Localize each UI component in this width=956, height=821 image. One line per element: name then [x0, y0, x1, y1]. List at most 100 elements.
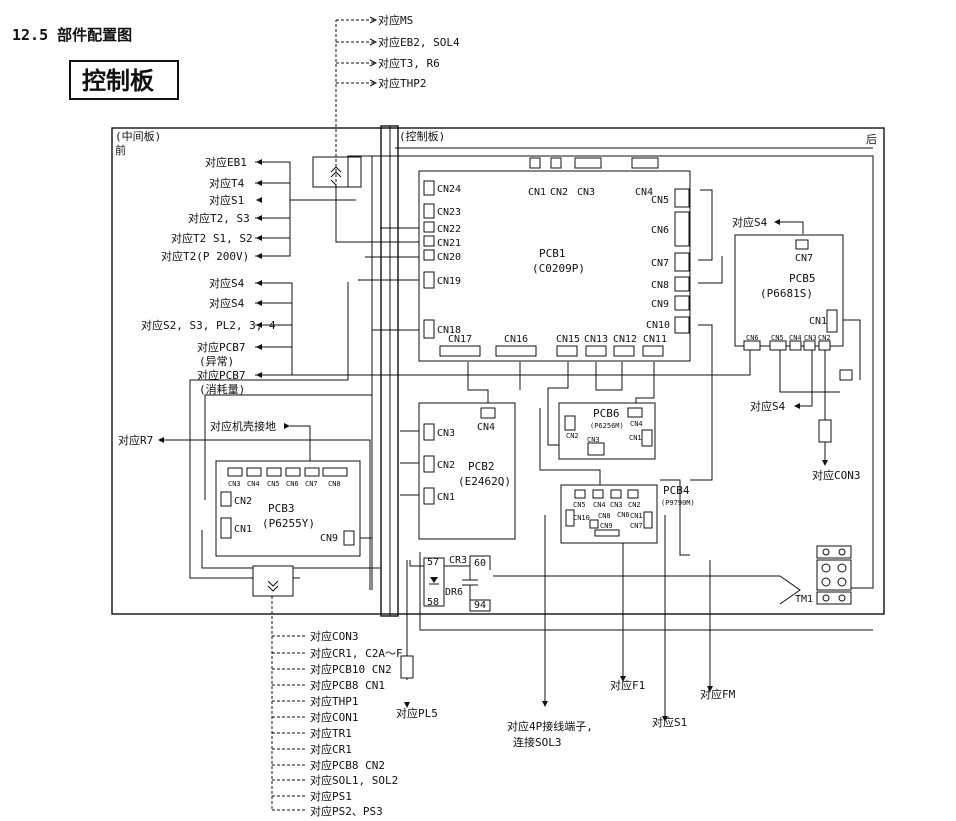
pcb5-part: (P6681S)	[760, 287, 813, 300]
pcb1-cn8: CN8	[651, 280, 669, 291]
bottom-label-thp1: 对应THP1	[310, 694, 359, 708]
pcb5-board	[734, 234, 844, 347]
pcb2-part: (E2462Q)	[458, 475, 511, 488]
terminal-57: 57	[427, 557, 439, 568]
bottom-label-terminal-1: 对应4P接线端子,	[507, 719, 593, 733]
pcb2-cn3: CN3	[437, 428, 455, 439]
top-label-t3: 对应T3, R6	[378, 56, 440, 70]
pcb1-cn9: CN9	[651, 299, 669, 310]
dr6-label: DR6	[445, 587, 463, 598]
left-label-consumption: (消耗量)	[199, 382, 245, 396]
pcb3-cn1: CN1	[234, 524, 252, 535]
bottom-label-con3: 对应CON3	[310, 629, 359, 643]
pcb4-cn4: CN4	[593, 501, 606, 509]
pcb4-cn6: CN6	[617, 511, 630, 519]
pcb3-cn7: CN7	[305, 480, 318, 488]
left-label-t2-s3: 对应T2, S3	[188, 211, 250, 225]
pcb1-cn22: CN22	[437, 224, 461, 235]
bottom-label-pcb8-cn1: 对应PCB8 CN1	[310, 678, 385, 692]
top-label-thp2: 对应THP2	[378, 76, 427, 90]
diode-icon	[429, 577, 439, 585]
top-label-ms: 对应MS	[378, 13, 413, 27]
pcb4-cn7: CN7	[630, 522, 643, 530]
bottom-label-con1: 对应CON1	[310, 710, 359, 724]
pcb1-name: PCB1	[539, 247, 566, 260]
pcb5-cn6: CN6	[746, 334, 759, 342]
pcb4-name: PCB4	[663, 484, 690, 497]
pcb6-connectors	[564, 407, 653, 456]
pcb1-cn3: CN3	[577, 187, 595, 198]
pcb2-name: PCB2	[468, 460, 495, 473]
terminal-block-icon	[816, 545, 852, 605]
bottom-label-cr1: 对应CR1	[310, 742, 352, 756]
pcb1-cn13: CN13	[584, 334, 608, 345]
bottom-label-pl5: 对应PL5	[396, 706, 438, 720]
pcb6-cn4: CN4	[630, 420, 643, 428]
wiring	[160, 147, 874, 811]
left-label-pcb7-a: 对应PCB7	[197, 340, 246, 354]
cr3-label: CR3	[449, 555, 467, 566]
pcb2-board	[418, 402, 516, 540]
pcb1-cn1: CN1	[528, 187, 546, 198]
left-label-eb1: 对应EB1	[205, 155, 247, 169]
pcb1-cn7: CN7	[651, 258, 669, 269]
pcb1-board	[418, 170, 691, 362]
pcb5-cn2: CN2	[818, 334, 831, 342]
pcb6-part: (P6256M)	[590, 422, 624, 430]
terminal-60: 60	[474, 558, 486, 569]
pcb1-cn24: CN24	[437, 184, 461, 195]
bottom-label-ps1: 对应PS1	[310, 789, 352, 803]
left-label-t2-p200v: 对应T2(P 200V)	[161, 249, 249, 263]
bottom-label-sol1-sol2: 对应SOL1, SOL2	[310, 773, 398, 787]
right-label-s4-top: 对应S4	[732, 215, 768, 229]
pcb1-cn17: CN17	[448, 334, 472, 345]
board-title: 控制板	[82, 67, 155, 95]
pcb4-connectors	[565, 489, 653, 537]
top-label-eb2: 对应EB2, SOL4	[378, 35, 460, 49]
pcb1-connectors	[423, 157, 690, 357]
control-panel-label: (控制板)	[399, 129, 445, 143]
pcb5-connectors	[743, 239, 838, 351]
pcb4-cn2: CN2	[628, 501, 641, 509]
pcb1-cn18: CN18	[437, 325, 461, 336]
pcb2-cn4: CN4	[477, 422, 495, 433]
pcb4-cn1: CN1	[630, 512, 643, 520]
pcb1-cn4: CN4	[635, 187, 653, 198]
middle-panel-label: (中间板)	[115, 129, 161, 143]
pcb3-cn3: CN3	[228, 480, 241, 488]
pcb2-cn1: CN1	[437, 492, 455, 503]
pcb3-cn9: CN9	[320, 533, 338, 544]
plug-icon	[400, 369, 853, 679]
bottom-label-pcb10-cn2: 对应PCB10 CN2	[310, 662, 392, 676]
pcb3-part: (P6255Y)	[262, 517, 315, 530]
front-label: 前	[115, 143, 126, 157]
left-label-s4-a: 对应S4	[209, 276, 245, 290]
pcb2-connectors	[423, 407, 496, 505]
left-label-pcb7-b: 对应PCB7	[197, 368, 246, 382]
pcb5-cn4: CN4	[789, 334, 802, 342]
pcb1-cn5: CN5	[651, 195, 669, 206]
left-label-t2-s1-s2: 对应T2 S1, S2	[171, 231, 253, 245]
pcb6-cn2: CN2	[566, 432, 579, 440]
pcb4-cn9: CN9	[600, 522, 613, 530]
pcb1-cn21: CN21	[437, 238, 461, 249]
bottom-label-pcb8-cn2: 对应PCB8 CN2	[310, 758, 385, 772]
pcb3-cn8: CN8	[328, 480, 341, 488]
pcb3-board	[215, 460, 361, 557]
rear-label: 后	[866, 133, 877, 146]
pcb4-cn3: CN3	[610, 501, 623, 509]
pcb1-cn10: CN10	[646, 320, 670, 331]
r7-label: 对应R7	[118, 433, 153, 447]
pcb3-cn4: CN4	[247, 480, 260, 488]
left-label-s4-b: 对应S4	[209, 296, 245, 310]
pcb5-cn7: CN7	[795, 253, 813, 264]
pcb1-cn15: CN15	[556, 334, 580, 345]
pcb6-cn1: CN1	[629, 434, 642, 442]
pcb6-name: PCB6	[593, 407, 620, 420]
pcb1-cn6: CN6	[651, 225, 669, 236]
pcb4-cn5: CN5	[573, 501, 586, 509]
bottom-label-cr1-c2a: 对应CR1, C2A～F	[310, 646, 403, 660]
pcb1-cn23: CN23	[437, 207, 461, 218]
left-label-s1: 对应S1	[209, 193, 244, 207]
